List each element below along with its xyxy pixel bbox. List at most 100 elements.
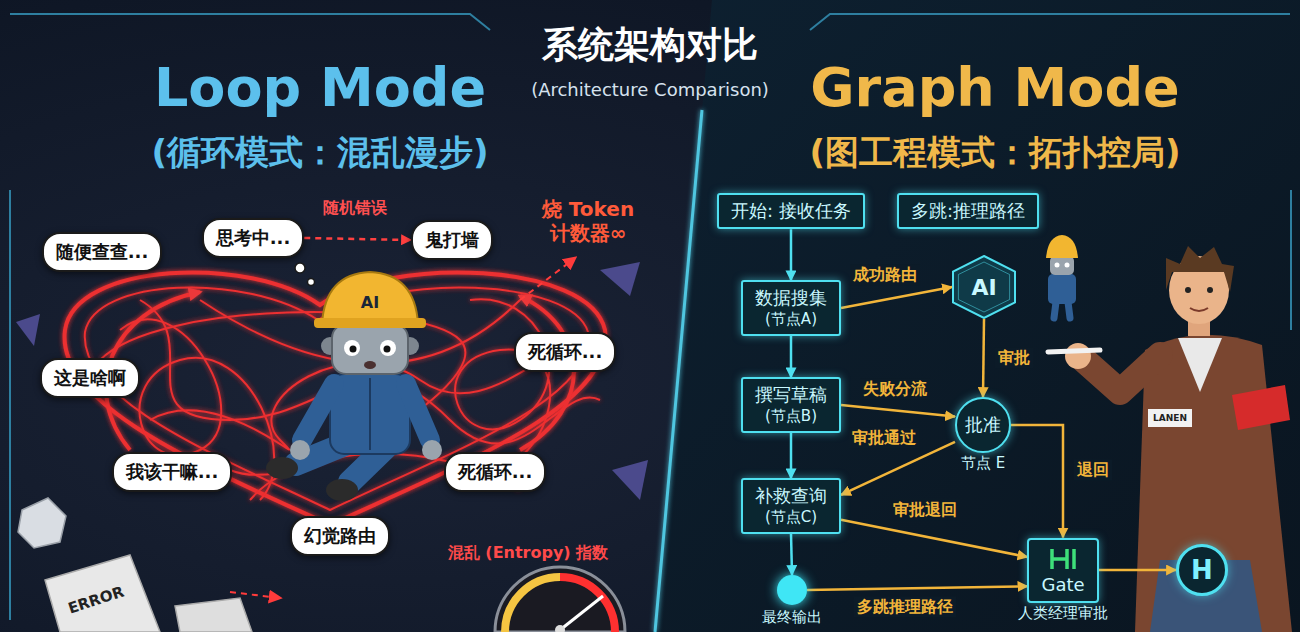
process-box: 撰写草稿(节点B): [741, 377, 841, 432]
engineer-figure: [1178, 338, 1222, 392]
robot-figure: [290, 440, 310, 460]
engineer-figure: [1166, 246, 1234, 292]
mode-subtitle: (循环模式：混乱漫步): [151, 132, 488, 173]
engineer-figure: [1065, 343, 1091, 369]
small-robot-figure: [1055, 263, 1060, 268]
speech-bubble: 幻觉路由: [290, 516, 390, 556]
hub-circle: H: [1176, 544, 1228, 596]
node-label: H: [1191, 555, 1213, 585]
process-box: 补救查询(节点C): [741, 478, 841, 533]
speech-bubble: 思考中...: [202, 218, 305, 258]
robot-figure: [406, 384, 430, 440]
mode-subtitle: (图工程模式：拓扑控局): [809, 132, 1180, 173]
node-label: 鬼打墙: [425, 228, 479, 252]
connector: [983, 319, 984, 397]
node-label: 思考中...: [216, 226, 291, 250]
hud-frame: [1290, 190, 1292, 330]
connector: [841, 287, 952, 308]
robot-figure: [364, 361, 376, 369]
robot-figure: [422, 440, 442, 460]
engineer-figure: [1048, 350, 1100, 352]
robot-figure: [344, 340, 360, 356]
tangled-loop: [100, 312, 465, 475]
crumpled-paper: [18, 498, 252, 632]
paper-shard: [612, 460, 648, 500]
edge-label: 失败分流: [860, 378, 930, 399]
node-caption: 节点 E: [961, 454, 1005, 472]
entropy-gauge: [560, 596, 603, 630]
small-robot-figure: [1054, 302, 1056, 318]
node-caption: 最终输出: [762, 608, 822, 626]
speech-bubble: 我该干嘛...: [112, 452, 233, 492]
small-robot-figure: [1046, 235, 1078, 318]
dashed-arrow: [520, 258, 575, 300]
robot-figure: [369, 378, 371, 450]
engineer-figure: [1232, 385, 1290, 430]
small-robot-figure: [1046, 235, 1078, 258]
connector: [1011, 425, 1063, 538]
speech-bubble: 随便查查...: [42, 232, 163, 272]
edge-label: 审批通过: [849, 427, 919, 448]
robot-figure: [350, 346, 357, 353]
node-label: 我该干嘛...: [126, 460, 219, 484]
speech-bubble: 死循环...: [444, 452, 547, 492]
tangled-loop: [65, 272, 606, 525]
edge-label: 多跳推理路径: [854, 596, 956, 617]
entropy-gauge: [555, 625, 565, 632]
panel-divider: [655, 110, 702, 632]
robot-figure: [332, 324, 408, 374]
gauge-label: 混乱 (Entropy) 指数: [448, 543, 609, 562]
crumpled-paper: [45, 555, 160, 632]
paper-shard: [600, 262, 640, 296]
small-robot-figure: [1065, 263, 1070, 268]
node-label: 数据搜集: [755, 287, 827, 310]
cube-shape: [958, 262, 1009, 312]
connector: [807, 586, 1027, 590]
connector: [790, 229, 793, 280]
small-robot-figure: [1050, 256, 1074, 275]
paper-label: ERROR: [66, 583, 126, 618]
dashed-arrow: [230, 592, 280, 598]
engineer-figure: [1148, 409, 1192, 427]
robot-figure: [326, 479, 358, 501]
connector: [841, 442, 955, 495]
tangled-loop: [85, 287, 589, 510]
panel-divider: [655, 110, 702, 632]
crumpled-paper: [175, 598, 252, 632]
helmet-label: AI: [361, 293, 379, 312]
hud-frame: [10, 14, 1291, 620]
thought-dots: [308, 279, 315, 286]
hud-frame: [10, 14, 490, 30]
edge-label: 审批退回: [890, 499, 960, 520]
speech-bubble: 这是啥啊: [40, 358, 140, 398]
connector: [790, 336, 793, 378]
gate-icon: [1048, 546, 1078, 572]
robot-figure: [266, 457, 298, 479]
node-label: 幻觉路由: [304, 524, 376, 548]
robot-figure: [322, 272, 418, 324]
node-label: 随便查查...: [56, 240, 149, 264]
decision-circle: 批准节点 E: [955, 397, 1011, 453]
crumpled-paper: [18, 498, 66, 548]
speech-bubble: 死循环...: [514, 332, 617, 372]
tangled-loop: [520, 296, 574, 450]
cube-shape: [953, 256, 1015, 318]
mode-title: Loop Mode: [154, 56, 486, 121]
process-box: 数据搜集(节点A): [741, 280, 841, 335]
engineer-figure: [1185, 287, 1191, 293]
gate-icon: [1052, 549, 1074, 569]
token-note: 烧 Token 计数器∞: [533, 197, 643, 245]
edge-label: 审批: [995, 347, 1033, 368]
entropy-gauge: [495, 567, 625, 632]
terminal-node: 最终输出: [777, 575, 807, 605]
node-label: AI: [971, 275, 996, 300]
gate-box: Gate人类经理审批: [1027, 538, 1098, 603]
engineer-figure: [1135, 335, 1292, 632]
ai-node: AI: [952, 255, 1016, 319]
robot-figure: [384, 346, 391, 353]
node-label: 死循环...: [458, 460, 533, 484]
thought-dots: [295, 263, 315, 286]
node-label: 多跳:推理路径: [911, 200, 1025, 223]
